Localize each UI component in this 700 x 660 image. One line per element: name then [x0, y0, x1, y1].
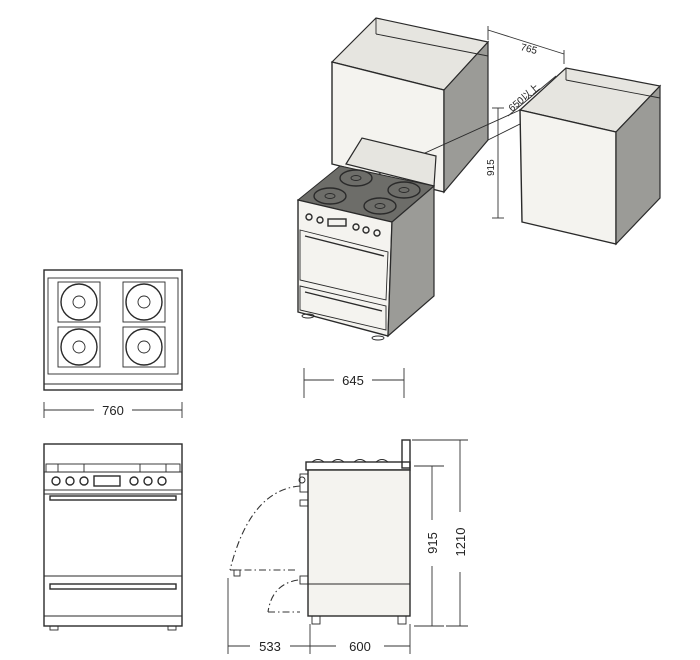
- dim-915-iso-label: 915: [486, 159, 497, 176]
- dim-600-label: 600: [349, 639, 371, 654]
- isometric-view: 765 650以上 915: [296, 17, 662, 341]
- top-view: 760: [43, 269, 183, 418]
- iso-control-knobs: [305, 213, 381, 237]
- dim-915: 915: [414, 465, 444, 627]
- right-cabinet: [518, 67, 662, 246]
- dim-760-label: 760: [102, 403, 124, 418]
- dim-1210: 1210: [412, 439, 468, 627]
- front-view: [43, 443, 183, 631]
- dim-533-label: 533: [259, 639, 281, 654]
- dim-645: 645: [303, 368, 405, 398]
- door-swing-arcs: [229, 485, 301, 613]
- dim-533-600: 533 600: [227, 578, 411, 654]
- dim-645-label: 645: [342, 373, 364, 388]
- dim-915-iso: 915: [486, 107, 504, 219]
- dim-915-label: 915: [425, 532, 440, 554]
- iso-burners: [313, 169, 421, 215]
- top-view-burners: [57, 281, 166, 368]
- dim-765: 765: [487, 26, 565, 64]
- front-control-knobs: [51, 475, 167, 487]
- range-unit: [296, 137, 437, 341]
- dim-1210-label: 1210: [453, 528, 468, 557]
- dim-760: 760: [43, 402, 183, 418]
- dim-765-label: 765: [519, 42, 538, 57]
- side-view: 645 915 1210 533 600: [227, 368, 468, 654]
